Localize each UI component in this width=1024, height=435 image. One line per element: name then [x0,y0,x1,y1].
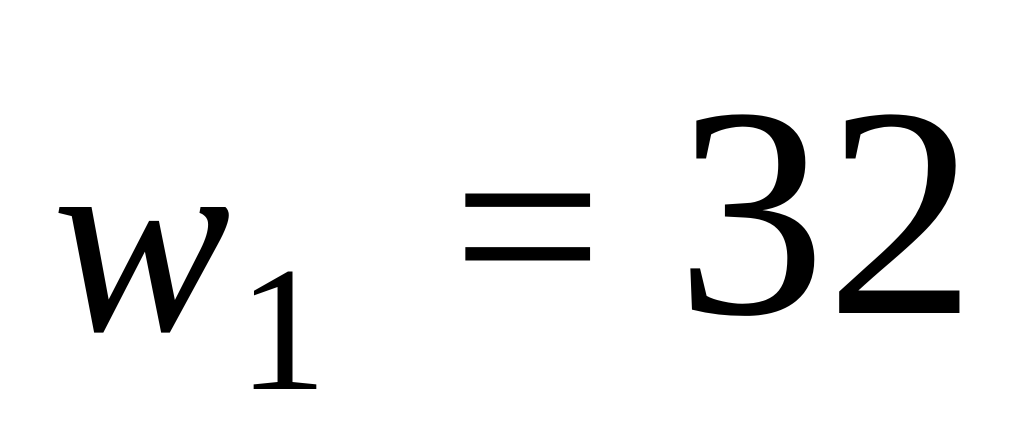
value-number: 32 [676,46,976,378]
equals-sign: = [452,77,604,374]
subscript-index: 1 [238,230,327,428]
variable-w: w [52,91,231,388]
